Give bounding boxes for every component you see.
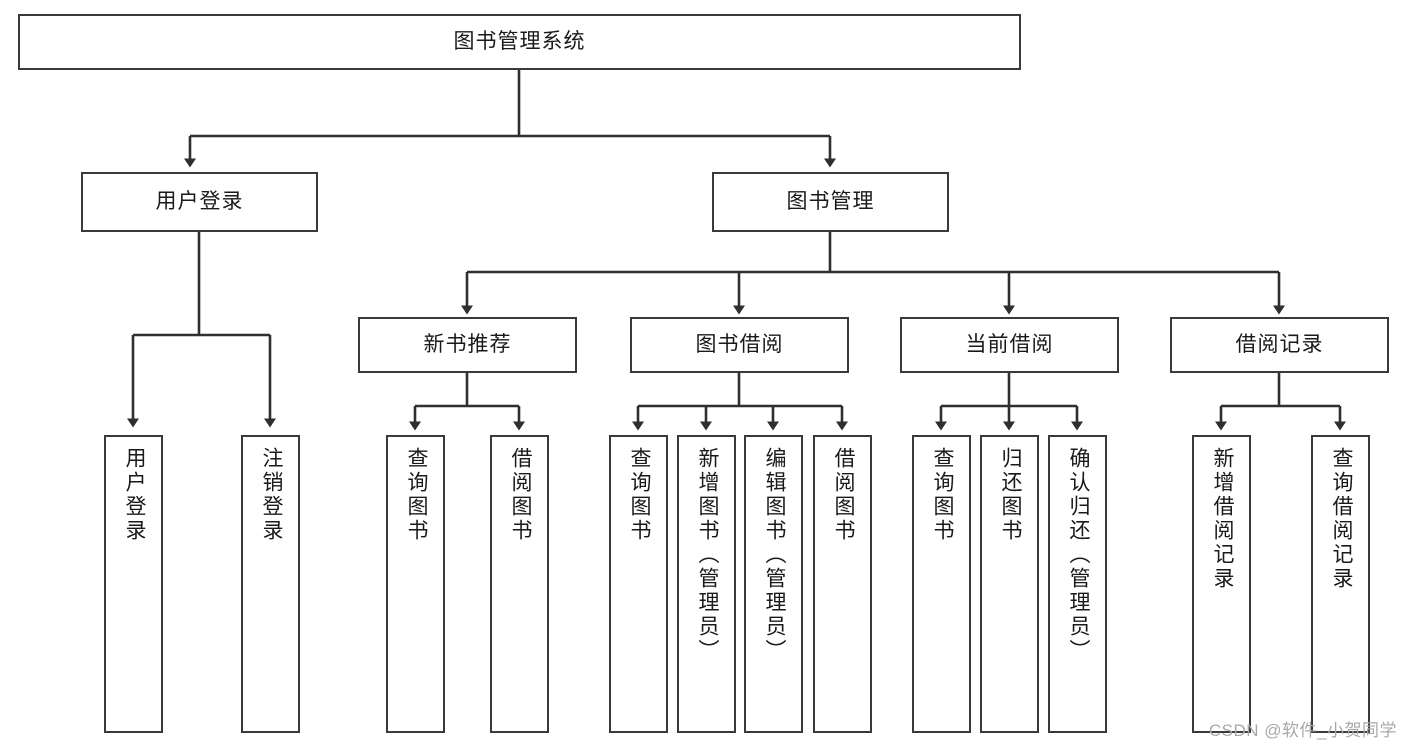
leaf-logout-login[interactable]: 注销登录 <box>241 435 300 733</box>
leaf-borrow-book-2-label: 借阅图书 <box>831 447 855 543</box>
leaf-borrow-book-1-label: 借阅图书 <box>508 447 532 543</box>
node-new-book-recommend-label: 新书推荐 <box>423 332 512 356</box>
node-user-login[interactable]: 用户登录 <box>81 172 318 232</box>
node-book-management[interactable]: 图书管理 <box>712 172 949 232</box>
node-user-login-label: 用户登录 <box>155 189 244 213</box>
leaf-user-login[interactable]: 用户登录 <box>104 435 163 733</box>
leaf-edit-book-label: 编辑图书（管理员） <box>762 447 786 663</box>
node-borrow-record[interactable]: 借阅记录 <box>1170 317 1389 373</box>
leaf-query-book-3[interactable]: 查询图书 <box>912 435 971 733</box>
leaf-return-book-label: 归还图书 <box>998 447 1022 543</box>
leaf-query-book-2-label: 查询图书 <box>627 447 651 543</box>
leaf-query-record[interactable]: 查询借阅记录 <box>1311 435 1370 733</box>
leaf-confirm-return-label: 确认归还（管理员） <box>1066 447 1090 663</box>
node-new-book-recommend[interactable]: 新书推荐 <box>358 317 577 373</box>
node-book-borrow-label: 图书借阅 <box>695 332 784 356</box>
leaf-edit-book[interactable]: 编辑图书（管理员） <box>744 435 803 733</box>
node-current-borrow[interactable]: 当前借阅 <box>900 317 1119 373</box>
leaf-logout-login-label: 注销登录 <box>259 447 283 543</box>
node-root-label: 图书管理系统 <box>453 29 586 53</box>
node-current-borrow-label: 当前借阅 <box>965 332 1054 356</box>
leaf-query-record-label: 查询借阅记录 <box>1329 447 1353 591</box>
leaf-query-book-3-label: 查询图书 <box>930 447 954 543</box>
leaf-add-record-label: 新增借阅记录 <box>1210 447 1234 591</box>
leaf-query-book-1[interactable]: 查询图书 <box>386 435 445 733</box>
leaf-query-book-2[interactable]: 查询图书 <box>609 435 668 733</box>
node-root[interactable]: 图书管理系统 <box>18 14 1021 70</box>
leaf-borrow-book-1[interactable]: 借阅图书 <box>490 435 549 733</box>
leaf-add-book-label: 新增图书（管理员） <box>695 447 719 663</box>
leaf-borrow-book-2[interactable]: 借阅图书 <box>813 435 872 733</box>
node-book-management-label: 图书管理 <box>786 189 875 213</box>
leaf-user-login-label: 用户登录 <box>122 447 146 543</box>
leaf-add-book[interactable]: 新增图书（管理员） <box>677 435 736 733</box>
node-borrow-record-label: 借阅记录 <box>1235 332 1324 356</box>
leaf-confirm-return[interactable]: 确认归还（管理员） <box>1048 435 1107 733</box>
watermark-text: CSDN @软件_小贺同学 <box>1208 721 1397 740</box>
leaf-add-record[interactable]: 新增借阅记录 <box>1192 435 1251 733</box>
leaf-query-book-1-label: 查询图书 <box>404 447 428 543</box>
node-book-borrow[interactable]: 图书借阅 <box>630 317 849 373</box>
leaf-return-book[interactable]: 归还图书 <box>980 435 1039 733</box>
